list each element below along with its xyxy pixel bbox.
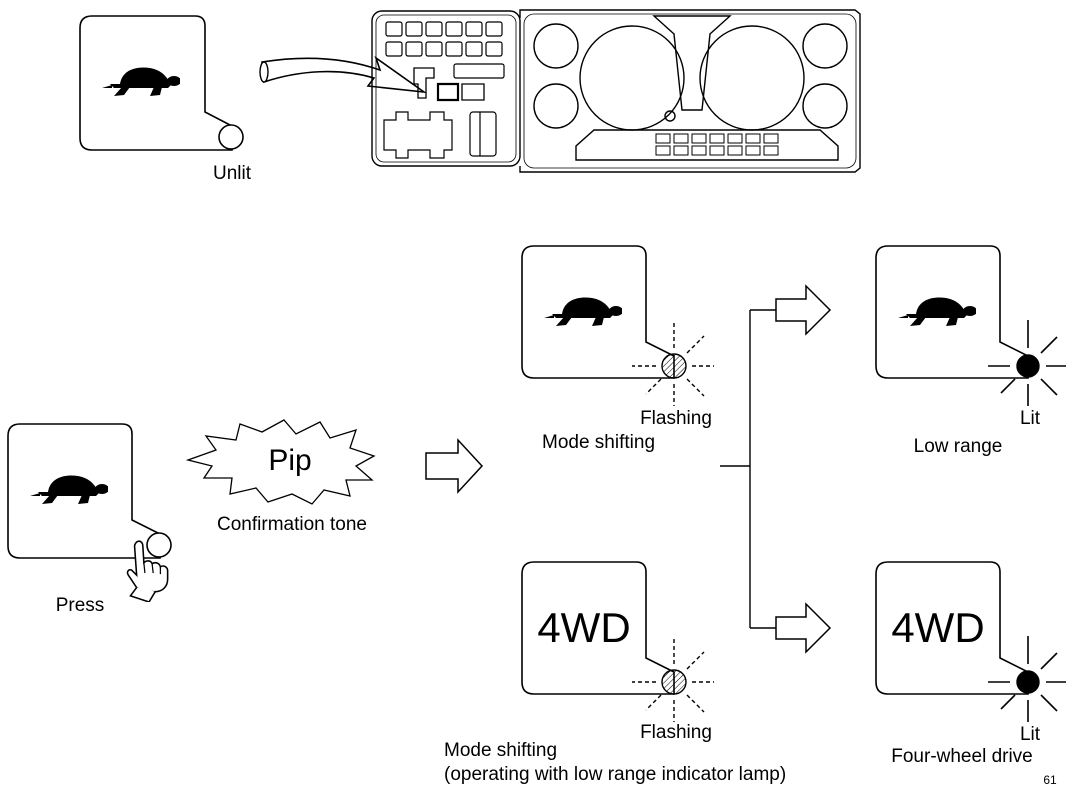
- operating-note: (operating with low range indicator lamp…: [444, 764, 786, 785]
- dashboard-lower-controls: [383, 111, 497, 159]
- four-wd-label-right: 4WD: [891, 604, 984, 651]
- lit-label-bottom: Lit: [1020, 724, 1041, 745]
- indicator-lamp-unlit: [218, 124, 244, 150]
- press-switch-panel: [7, 423, 172, 602]
- lit-rays: [988, 320, 1066, 406]
- dashboard-display-buttons: [655, 133, 779, 156]
- filled-lamp-icon: [1016, 670, 1040, 694]
- outline-arrow-icon: [775, 602, 832, 654]
- unlit-switch-panel: [79, 15, 244, 151]
- hatched-lamp-icon: [661, 353, 687, 379]
- low-range-panel: [875, 245, 1066, 406]
- hatched-lamp-icon: [661, 669, 687, 695]
- flashing-label-top: Flashing: [640, 408, 712, 429]
- four-wheel-drive-panel: [875, 561, 1066, 722]
- pip-burst: [185, 419, 376, 505]
- confirmation-tone-label: Confirmation tone: [217, 514, 367, 535]
- four-wheel-drive-label: Four-wheel drive: [891, 746, 1033, 767]
- four-wd-label-middle: 4WD: [537, 604, 630, 651]
- unlit-label: Unlit: [213, 163, 252, 184]
- mode-shifting-panel-top: [521, 245, 714, 406]
- indicator-lamp: [146, 532, 172, 558]
- outline-arrow-icon: [775, 284, 832, 336]
- dashboard-switch-cluster: [413, 67, 485, 102]
- page-number: 61: [1043, 773, 1057, 787]
- dashboard-illustration: [371, 9, 861, 173]
- mode-shifting-label-bottom: Mode shifting: [444, 740, 557, 761]
- pip-text: Pip: [268, 444, 311, 477]
- low-range-label: Low range: [914, 436, 1003, 457]
- filled-lamp-icon: [1016, 354, 1040, 378]
- lit-label-top: Lit: [1020, 408, 1041, 429]
- callout-arrow: [259, 55, 427, 94]
- outline-arrow-icon: [425, 438, 484, 494]
- branch-connector: [720, 309, 776, 629]
- mode-shifting-panel-bottom: [521, 561, 714, 722]
- press-label: Press: [56, 595, 105, 616]
- mode-shifting-label-top: Mode shifting: [542, 432, 655, 453]
- flash-rays: [632, 320, 714, 406]
- dashboard-button-grid: [385, 21, 505, 79]
- lit-rays: [988, 636, 1066, 722]
- flashing-label-bottom: Flashing: [640, 722, 712, 743]
- flash-rays: [632, 636, 714, 722]
